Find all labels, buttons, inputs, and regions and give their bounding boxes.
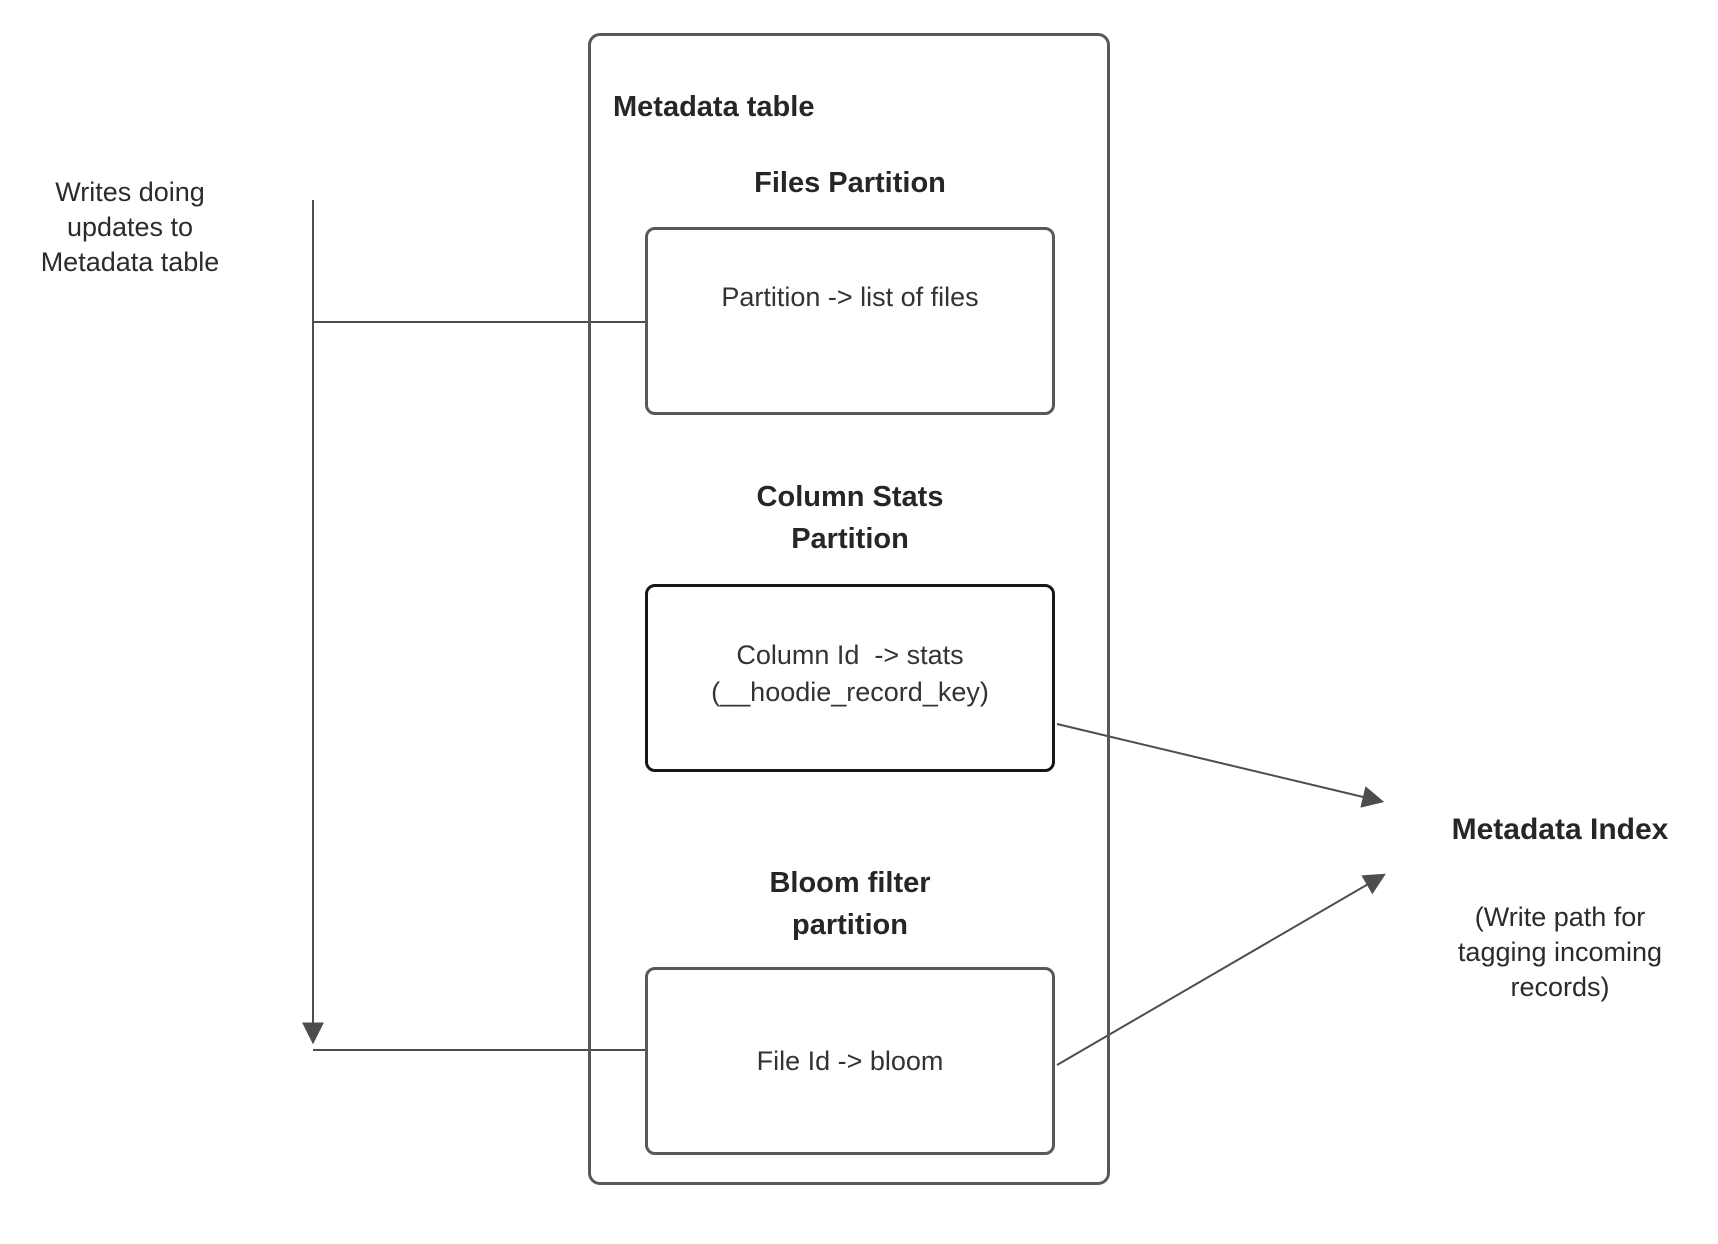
files-partition-box: Partition -> list of files — [645, 227, 1055, 415]
column-stats-partition-heading: Column Stats Partition — [756, 481, 944, 555]
bloom-filter-partition-box: File Id -> bloom — [645, 967, 1055, 1155]
metadata-table-container — [588, 33, 1110, 1185]
metadata-index-title: Metadata Index — [1451, 813, 1669, 846]
writes-label: Writes doing updates to Metadata table — [40, 177, 220, 277]
files-partition-box-label: Partition -> list of files — [721, 281, 979, 312]
bloom-filter-partition-heading: Bloom filter partition — [769, 867, 931, 941]
metadata-index-subtitle: (Write path for tagging incoming records… — [1457, 902, 1663, 1002]
column-stats-partition-box-label: Column Id -> stats (__hoodie_record_key) — [711, 639, 989, 707]
files-partition-heading: Files Partition — [754, 167, 946, 199]
column-stats-partition-box: Column Id -> stats (__hoodie_record_key) — [645, 584, 1055, 772]
metadata-table-title: Metadata table — [613, 91, 815, 123]
bloom-filter-partition-box-label: File Id -> bloom — [756, 1045, 944, 1076]
